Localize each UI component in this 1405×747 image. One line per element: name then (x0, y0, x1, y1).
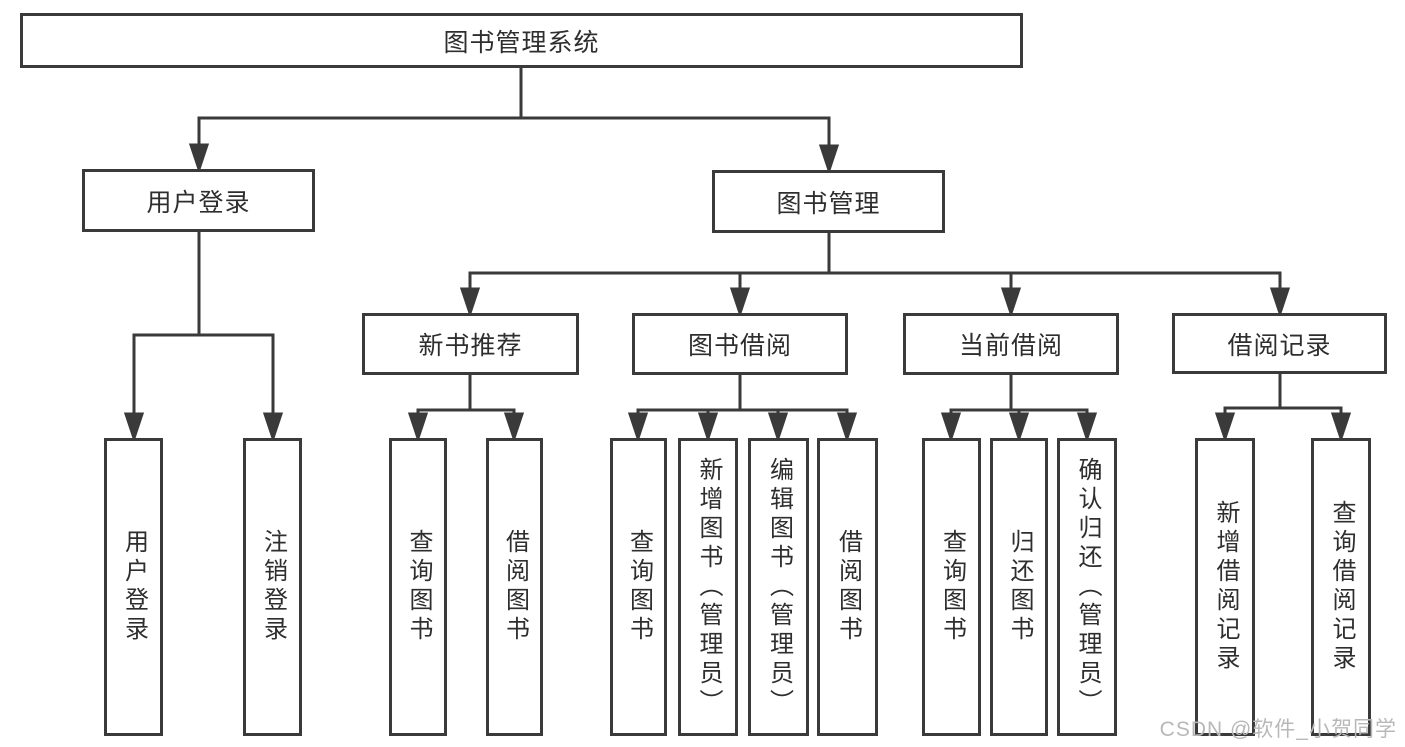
leaf-add-book-admin: 新增图书（管理员） (678, 438, 738, 736)
arrow-down-icon (407, 412, 429, 443)
node-new-book-recommend: 新书推荐 (362, 313, 579, 375)
leaf-label: 用户登录 (120, 529, 148, 645)
leaf-label: 编辑图书（管理员） (765, 456, 793, 718)
leaf-confirm-return-admin: 确认归还（管理员） (1057, 438, 1117, 736)
arrow-down-icon (940, 412, 962, 443)
node-user-login: 用户登录 (82, 169, 315, 232)
leaf-label: 归还图书 (1006, 529, 1033, 645)
arrow-down-icon (697, 412, 719, 443)
leaf-label: 查询图书 (938, 529, 966, 645)
arrow-down-icon (1076, 412, 1098, 443)
leaf-label: 查询图书 (405, 529, 432, 645)
arrow-down-icon (729, 287, 751, 318)
node-label: 图书管理 (776, 189, 881, 218)
node-current-borrow: 当前借阅 (903, 313, 1119, 375)
leaf-label: 确认归还（管理员） (1074, 456, 1101, 718)
leaf-label: 查询借阅记录 (1328, 500, 1355, 674)
node-label: 图书借阅 (687, 332, 792, 360)
leaf-user-login: 用户登录 (104, 438, 163, 736)
leaf-query-book-current: 查询图书 (922, 438, 981, 736)
node-book-borrow: 图书借阅 (632, 313, 848, 375)
leaf-label: 借阅图书 (501, 529, 529, 645)
arrow-down-icon (503, 412, 525, 443)
arrow-down-icon (1214, 412, 1236, 443)
arrow-down-icon (459, 287, 481, 318)
arrow-down-icon (627, 412, 649, 443)
node-borrow-records: 借阅记录 (1172, 313, 1387, 374)
leaf-label: 借阅图书 (834, 529, 862, 645)
arrow-down-icon (1269, 287, 1291, 318)
leaf-return-book: 归还图书 (990, 438, 1048, 736)
arrow-down-icon (767, 412, 789, 443)
leaf-query-borrow-record: 查询借阅记录 (1311, 438, 1371, 736)
leaf-query-book-borrow: 查询图书 (610, 438, 667, 736)
watermark: CSDN @软件_小贺同学 (1159, 718, 1397, 741)
arrow-down-icon (188, 143, 210, 174)
arrow-down-icon (836, 412, 858, 443)
node-label: 新书推荐 (418, 332, 523, 360)
leaf-logout: 注销登录 (243, 438, 302, 736)
leaf-label: 查询图书 (625, 529, 653, 645)
node-book-management: 图书管理 (712, 170, 945, 233)
node-label: 当前借阅 (958, 332, 1063, 360)
node-label: 借阅记录 (1227, 331, 1332, 360)
leaf-edit-book-admin: 编辑图书（管理员） (748, 438, 809, 736)
node-label: 用户登录 (146, 188, 251, 217)
node-label: 图书管理系统 (443, 28, 600, 57)
node-root-system: 图书管理系统 (20, 13, 1023, 68)
leaf-label: 新增借阅记录 (1212, 500, 1239, 674)
leaf-label: 注销登录 (259, 529, 287, 645)
leaf-borrow-book-newbook: 借阅图书 (486, 438, 543, 736)
arrow-down-icon (1008, 412, 1030, 443)
arrow-down-icon (818, 144, 840, 175)
arrow-down-icon (1330, 412, 1352, 443)
arrow-down-icon (123, 412, 145, 443)
leaf-query-book-newbook: 查询图书 (389, 438, 447, 736)
leaf-borrow-book: 借阅图书 (817, 438, 878, 736)
leaf-label: 新增图书（管理员） (695, 456, 722, 718)
arrow-down-icon (262, 412, 284, 443)
leaf-add-borrow-record: 新增借阅记录 (1195, 438, 1255, 736)
arrow-down-icon (1000, 287, 1022, 318)
